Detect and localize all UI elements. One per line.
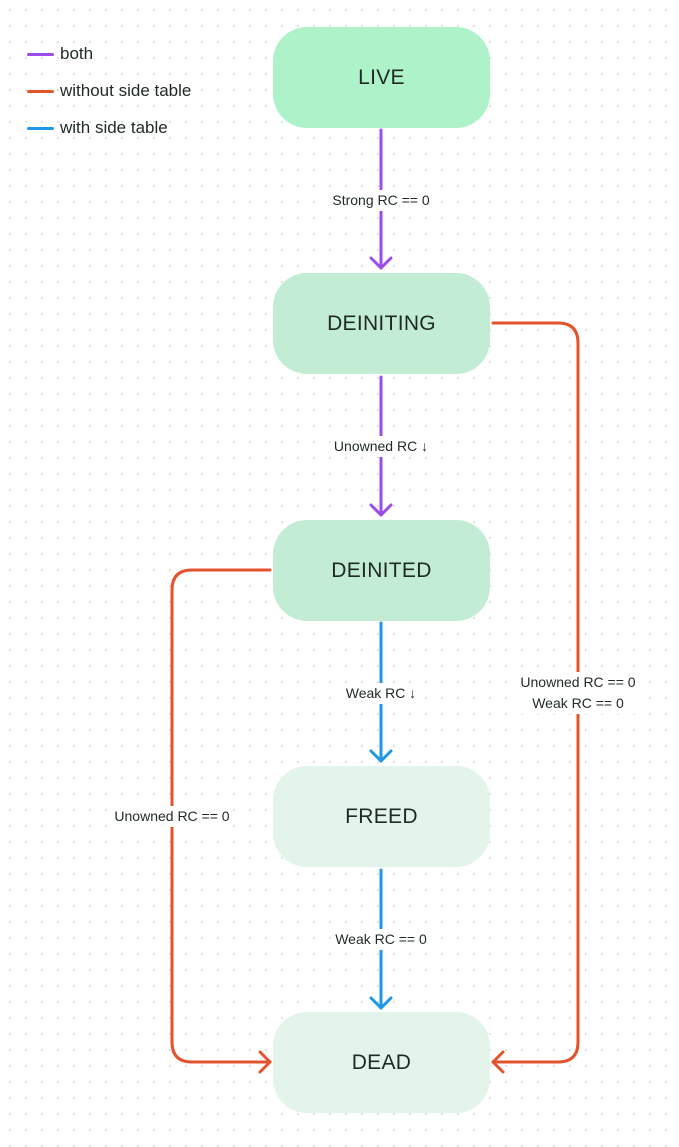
node-freed: FREED [273,766,490,867]
legend-item-with-side-table: with side table [27,116,168,140]
legend-item-both: both [27,42,93,66]
node-deinited: DEINITED [273,520,490,621]
legend-swatch-both [27,52,54,56]
edge-label-unowned-rc-decrement: Unowned RC ↓ [330,436,432,457]
edge-label-line-unowned-rc-zero: Unowned RC == 0 [520,674,636,690]
legend-swatch-with-side-table [27,126,54,130]
edge-label-unowned-weak-rc-zero-right: Unowned RC == 0 Weak RC == 0 [517,672,639,714]
legend-swatch-without-side-table [27,89,54,93]
legend-label-without-side-table: without side table [60,81,192,100]
legend-item-without-side-table: without side table [27,79,191,103]
edge-label-line-weak-rc-zero: Weak RC == 0 [532,695,624,711]
edge-label-unowned-rc-zero-left: Unowned RC == 0 [111,806,233,827]
edge-label-strong-rc-zero: Strong RC == 0 [329,190,433,211]
node-dead: DEAD [273,1012,490,1113]
legend-label-both: both [60,44,94,63]
legend-label-with-side-table: with side table [60,118,168,137]
edge-label-weak-rc-zero: Weak RC == 0 [332,929,430,950]
node-deiniting: DEINITING [273,273,490,374]
edge-label-weak-rc-decrement: Weak RC ↓ [342,683,420,704]
node-live: LIVE [273,27,490,128]
